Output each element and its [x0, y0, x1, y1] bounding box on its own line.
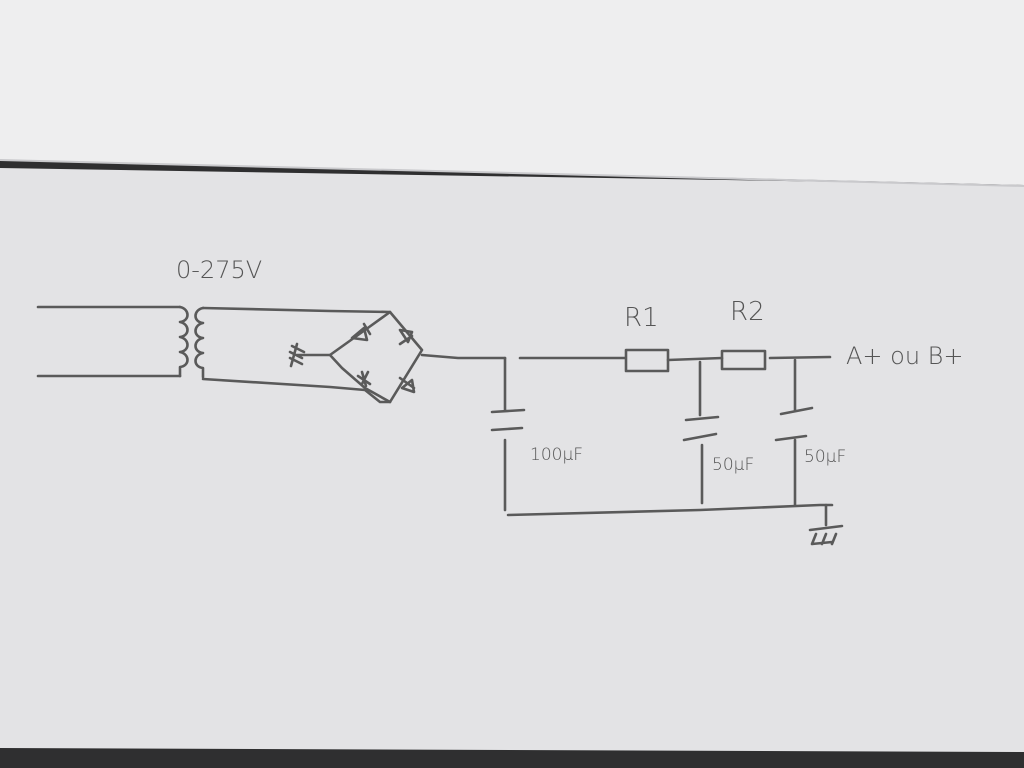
- resistor-r2: [720, 349, 767, 371]
- capacitor-c3: [774, 358, 814, 507]
- bridge-rectifier: [288, 310, 507, 404]
- paper-sheet: [0, 168, 1024, 752]
- c2-value-label: 50µF: [712, 455, 754, 475]
- c3-value-label: 50µF: [804, 447, 846, 467]
- top-paper-sheet: [0, 0, 1024, 185]
- r2-label: R2: [730, 297, 765, 327]
- ground-symbol: [808, 503, 844, 546]
- output-label: A+ ou B+: [846, 342, 964, 370]
- r1-label: R1: [624, 303, 659, 333]
- transformer-voltage-label: 0-275V: [176, 256, 262, 284]
- sheet-edge: [0, 159, 1024, 187]
- transformer: [36, 305, 392, 404]
- capacitor-c1: [490, 356, 526, 512]
- capacitor-c2: [682, 360, 720, 505]
- filter-network: [490, 348, 844, 546]
- c1-value-label: 100µF: [530, 445, 583, 465]
